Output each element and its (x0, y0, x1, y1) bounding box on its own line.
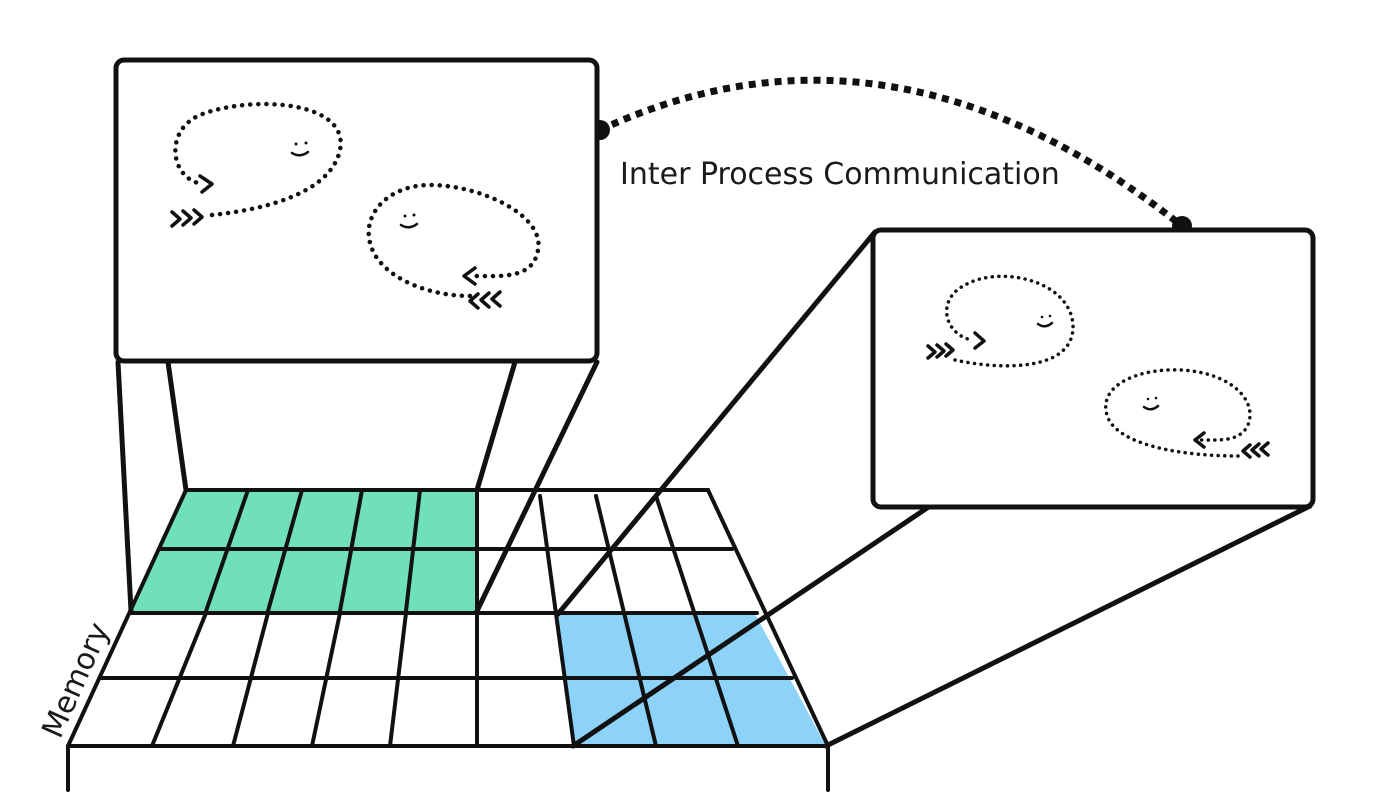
process-window-a (113, 57, 600, 364)
thread-loop-a1 (170, 101, 343, 228)
chevron-right-icon (170, 208, 204, 228)
thread-loop-b1 (926, 274, 1075, 368)
smiley-icon (399, 213, 419, 229)
smiley-icon (290, 141, 310, 157)
chevron-left-icon (468, 290, 502, 310)
process-b-projection-lines (555, 229, 1313, 749)
thread-loop-a2 (366, 182, 541, 310)
thread-loop-b2 (1104, 368, 1270, 459)
process-window-b (870, 227, 1316, 510)
smiley-icon (1036, 314, 1054, 328)
process-a-projection-lines (115, 359, 600, 614)
chevron-right-icon (926, 342, 955, 360)
chevron-left-icon (1241, 441, 1270, 459)
memory-grid (66, 488, 830, 792)
smiley-icon (1142, 396, 1160, 411)
ipc-label: Inter Process Communication (620, 157, 1060, 192)
